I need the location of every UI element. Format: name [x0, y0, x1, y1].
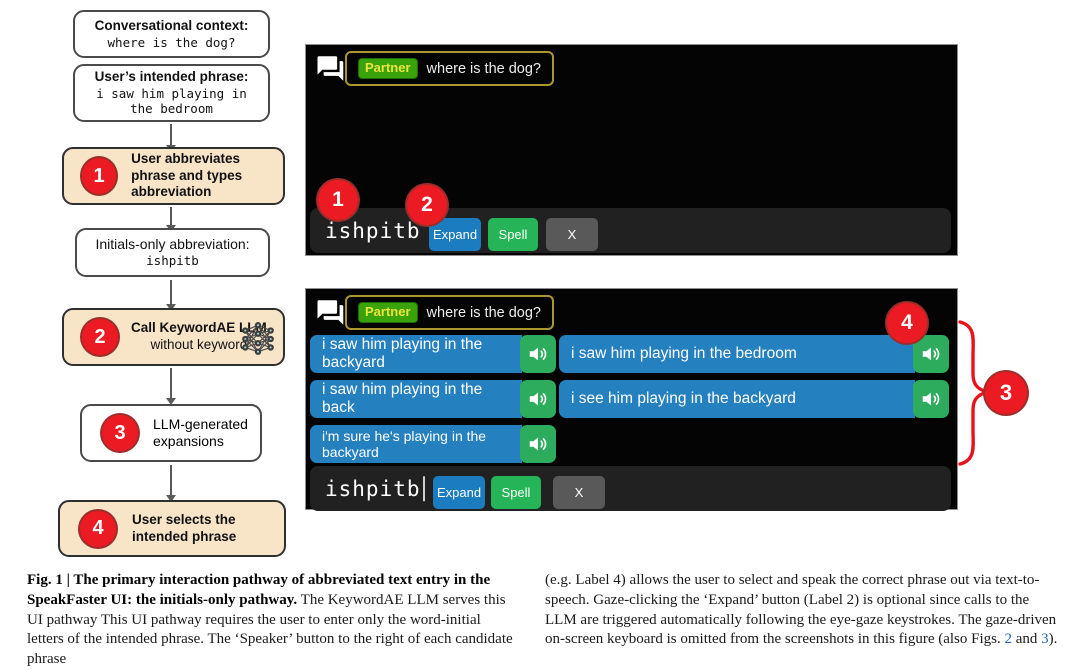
flow-arrow-3	[166, 280, 176, 311]
label-1-badge: 1	[316, 178, 360, 222]
flow-step-2: 2 Call KeywordAE LLM without keyword	[62, 308, 285, 366]
label-3-badge: 3	[983, 370, 1029, 416]
chat-icon	[317, 300, 344, 325]
flow-step-1: 1 User abbreviates phrase and types abbr…	[62, 147, 285, 205]
context-turn-box[interactable]: Partner where is the dog?	[345, 51, 554, 86]
speaker-button[interactable]	[913, 380, 949, 418]
flow-box-context: Conversational context: where is the dog…	[73, 10, 270, 58]
expand-button[interactable]: Expand	[433, 476, 485, 509]
flow-step-2-line2: without keyword	[150, 337, 248, 352]
expand-button[interactable]: Expand	[429, 218, 481, 251]
context-turn-box[interactable]: Partner where is the dog?	[345, 295, 554, 330]
abbreviation-text: ishpitb	[325, 476, 421, 501]
flow-box-context-detail: where is the dog?	[107, 34, 236, 50]
caption-right-column: (e.g. Label 4) allows the user to select…	[545, 571, 1064, 650]
speaker-icon	[529, 392, 547, 406]
label-4-badge: 4	[885, 301, 929, 345]
clear-button[interactable]: X	[546, 218, 598, 251]
flow-box-abbrev-detail: ishpitb	[146, 253, 199, 269]
step-3-badge: 3	[100, 413, 140, 453]
spell-button[interactable]: Spell	[488, 218, 538, 251]
flow-step-3-text: LLM-generated expansions	[153, 415, 248, 450]
candidate-text[interactable]: i'm sure he's playing in the backyard	[310, 425, 522, 463]
caption-right-and: and	[1012, 631, 1042, 648]
step-1-badge: 1	[80, 156, 119, 196]
flow-box-intended-title: User’s intended phrase:	[94, 68, 249, 84]
clear-button[interactable]: X	[553, 476, 605, 509]
caption-right-end: ).	[1048, 631, 1058, 648]
speaker-button[interactable]	[520, 380, 556, 418]
label-2-badge: 2	[405, 183, 449, 227]
candidate-button[interactable]: i saw him playing in the back	[310, 380, 556, 418]
flow-step-1-text: User abbreviates phrase and types abbrev…	[131, 150, 243, 200]
partner-message: where is the dog?	[426, 304, 541, 321]
speaker-icon	[529, 347, 547, 361]
speaker-icon	[529, 437, 547, 451]
abbreviation-text: ishpitb	[325, 218, 421, 243]
candidate-text[interactable]: i saw him playing in the bedroom	[559, 335, 915, 373]
caption-left-column: Fig. 1 | The primary interaction pathway…	[27, 571, 520, 670]
caption-right-body: (e.g. Label 4) allows the user to select…	[545, 572, 1057, 648]
flow-step-4: 4 User selects the intended phrase	[58, 500, 286, 557]
speaker-icon	[922, 347, 940, 361]
partner-badge: Partner	[358, 302, 418, 323]
candidate-button[interactable]: i see him playing in the backyard	[559, 380, 949, 418]
caption-left-body: The KeywordAE LLM serves this UI pathway…	[27, 591, 513, 668]
neural-network-icon	[242, 322, 274, 355]
step-2-badge: 2	[80, 317, 120, 357]
partner-badge: Partner	[358, 58, 418, 79]
flow-arrow-4	[166, 368, 176, 405]
candidate-text[interactable]: i see him playing in the backyard	[559, 380, 915, 418]
candidate-button[interactable]: i'm sure he's playing in the backyard	[310, 425, 556, 463]
flow-box-abbreviation: Initials-only abbreviation: ishpitb	[75, 228, 270, 277]
speaker-icon	[922, 392, 940, 406]
candidate-text[interactable]: i saw him playing in the back	[310, 380, 522, 418]
candidate-button[interactable]: i saw him playing in the bedroom	[559, 335, 949, 373]
chat-icon	[317, 56, 344, 81]
flow-step-2-line1: Call KeywordAE LLM	[131, 320, 267, 336]
spell-button[interactable]: Spell	[491, 476, 541, 509]
flow-box-intended-phrase: User’s intended phrase: i saw him playin…	[73, 64, 270, 122]
abbreviation-input-bar[interactable]: ishpitb	[310, 208, 951, 253]
candidate-button[interactable]: i saw him playing in the backyard	[310, 335, 556, 373]
flow-arrow-2	[166, 207, 176, 232]
flow-box-context-title: Conversational context:	[94, 17, 249, 33]
partner-message: where is the dog?	[426, 60, 541, 77]
flow-box-abbrev-title: Initials-only abbreviation:	[95, 235, 250, 252]
candidate-text[interactable]: i saw him playing in the backyard	[310, 335, 522, 373]
speaker-button[interactable]	[520, 425, 556, 463]
speaker-button[interactable]	[520, 335, 556, 373]
step-4-badge: 4	[78, 508, 118, 549]
flow-step-3: 3 LLM-generated expansions	[80, 404, 262, 462]
figure-3-link[interactable]: 3	[1041, 631, 1049, 648]
flow-arrow-5	[166, 465, 176, 502]
caption-figure-title: Fig. 1 | The primary interaction pathway…	[27, 572, 491, 608]
screenshot-panel-top: Partner where is the dog? ishpitb Expand…	[305, 44, 958, 256]
screenshot-panel-bottom: Partner where is the dog? i saw him play…	[305, 288, 958, 511]
flow-arrow-1	[166, 124, 176, 152]
text-cursor	[422, 476, 425, 502]
flow-box-intended-detail: i saw him playing in the bedroom	[96, 85, 247, 117]
figure-2-link[interactable]: 2	[1004, 631, 1013, 648]
flow-step-4-text: User selects the intended phrase	[132, 511, 237, 544]
abbreviation-input-bar[interactable]: ishpitb	[310, 466, 951, 511]
